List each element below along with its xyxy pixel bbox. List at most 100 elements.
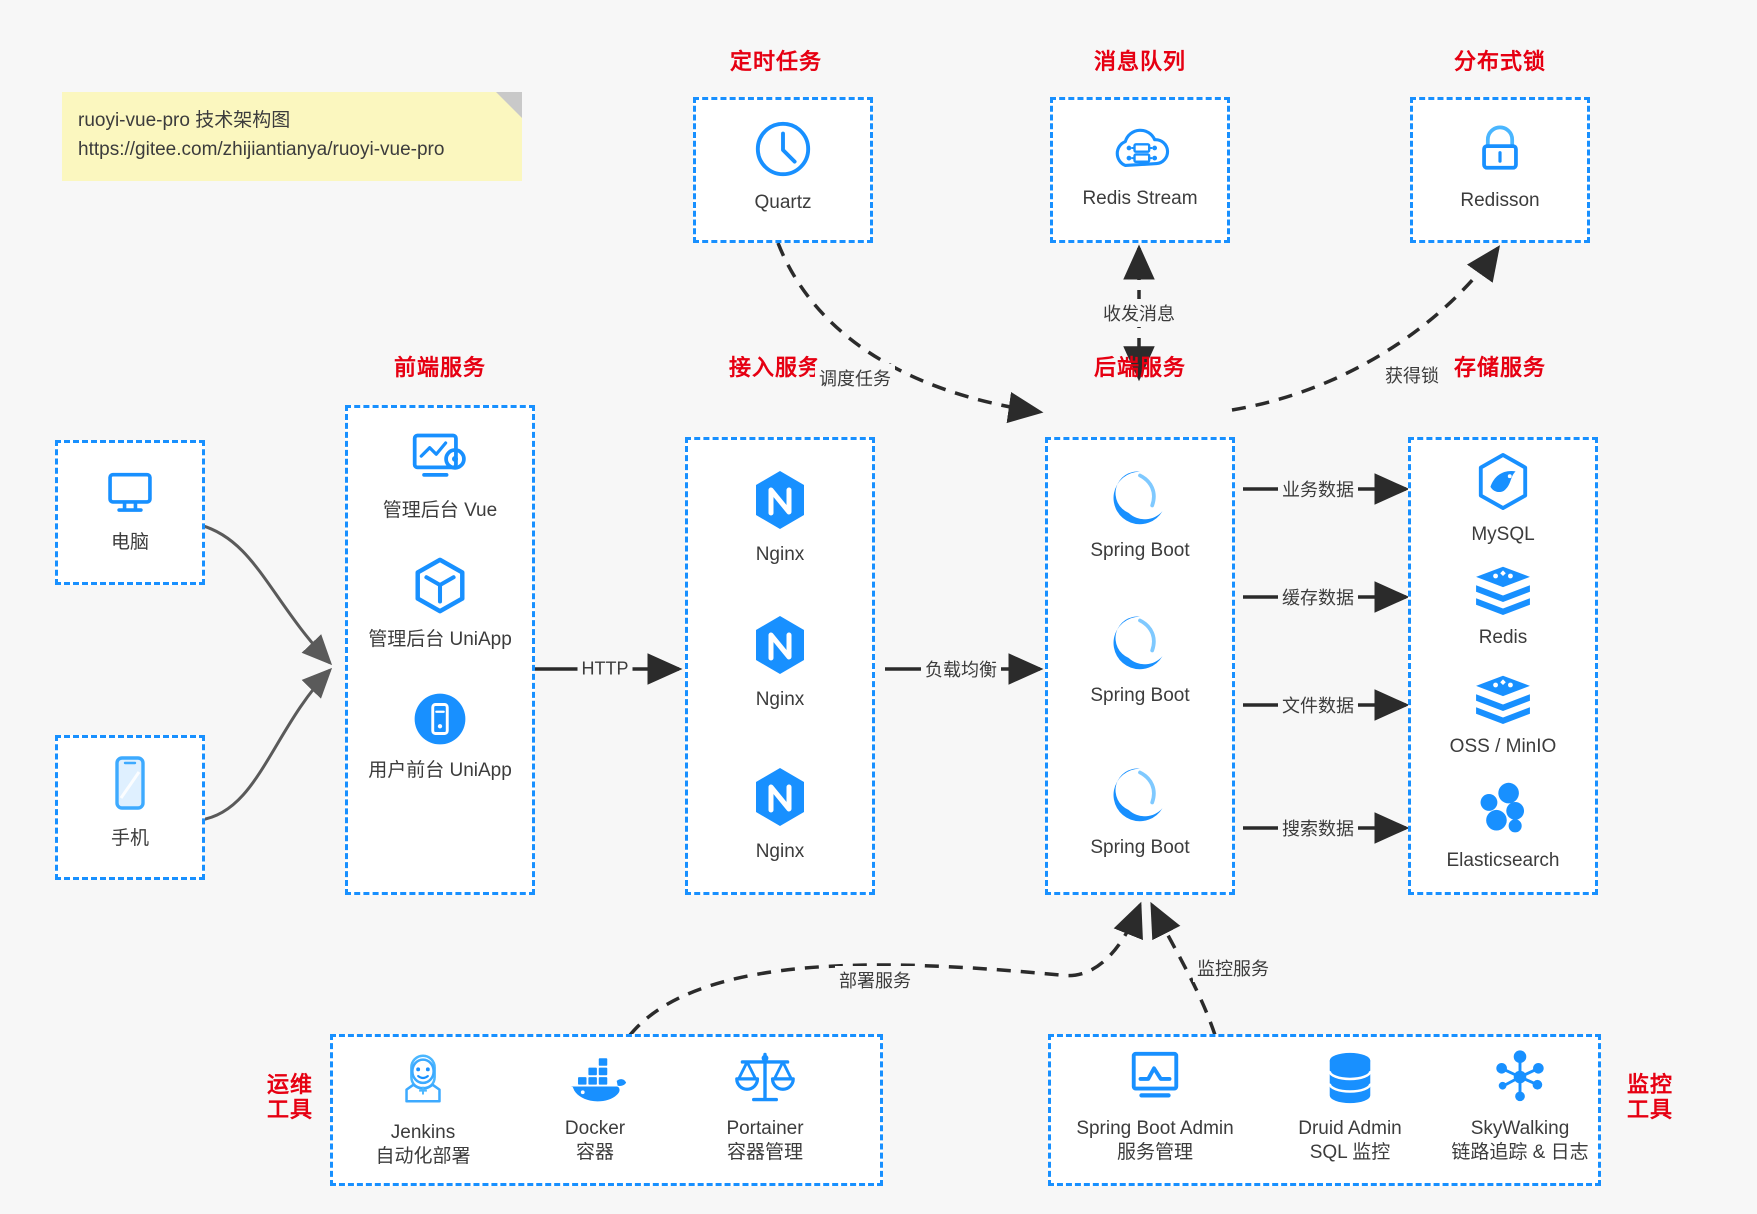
node-mysql[interactable]: MySQL [1438, 452, 1568, 547]
sticky-note: ruoyi-vue-pro 技术架构图 https://gitee.com/zh… [62, 92, 522, 181]
dashboard-gear-icon [407, 428, 473, 493]
node-nginx-3[interactable]: Nginx [720, 765, 840, 864]
edge-label-load-balance: 负载均衡 [921, 655, 1001, 683]
group-label-gateway: 接入服务 [728, 355, 821, 380]
group-label-devops: 运维 工具 [258, 1072, 322, 1123]
smartphone-icon [105, 752, 155, 821]
node-label-mysql: MySQL [1471, 524, 1535, 545]
node-admin-uniapp[interactable]: 管理后台 UniApp [365, 555, 515, 652]
group-label-monitor-line2: 工具 [1626, 1097, 1673, 1123]
node-portainer[interactable]: Portainer 容器管理 [690, 1048, 840, 1165]
node-label-springboot-3: Spring Boot [1090, 837, 1190, 858]
lock-icon [1470, 118, 1530, 183]
node-spring-boot-admin[interactable]: Spring Boot Admin 服务管理 [1060, 1048, 1250, 1165]
node-springboot-2[interactable]: Spring Boot [1070, 613, 1210, 708]
group-label-backend: 后端服务 [1093, 355, 1186, 380]
group-label-frontend: 前端服务 [393, 355, 486, 380]
node-redis-stream[interactable]: Redis Stream [1080, 120, 1200, 211]
group-box-scheduler[interactable] [693, 97, 873, 243]
node-label-admin-uniapp: 管理后台 UniApp [368, 629, 512, 650]
node-sublabel-portainer: 容器管理 [726, 1141, 803, 1163]
edge-mobile-to-frontend [199, 667, 333, 822]
node-mobile[interactable]: 手机 [75, 752, 185, 851]
node-nginx-2[interactable]: Nginx [720, 613, 840, 712]
group-box-storage[interactable] [1408, 437, 1598, 895]
mobile-circle-icon [411, 690, 469, 753]
edge-pc-to-frontend [199, 523, 333, 666]
group-box-pc[interactable] [55, 440, 205, 585]
node-skywalking[interactable]: SkyWalking 链路追踪 & 日志 [1425, 1048, 1615, 1165]
node-quartz[interactable]: Quartz [723, 118, 843, 215]
node-sublabel-druid-admin: SQL 监控 [1309, 1141, 1391, 1163]
edge-label-biz-data: 业务数据 [1278, 475, 1358, 503]
edge-label-deploy-service: 部署服务 [835, 966, 915, 994]
node-sublabel-docker: 容器 [575, 1141, 614, 1163]
node-sublabel-jenkins: 自动化部署 [375, 1145, 471, 1167]
edge-label-acquire-lock: 获得锁 [1381, 361, 1443, 389]
node-label-nginx-3: Nginx [755, 841, 805, 862]
edge-label-cache-data: 缓存数据 [1278, 583, 1358, 611]
network-nodes-icon [1490, 1048, 1550, 1111]
group-label-monitor: 监控 工具 [1618, 1072, 1682, 1123]
node-label-mobile: 手机 [110, 828, 149, 849]
group-box-frontend[interactable] [345, 405, 535, 895]
node-label-skywalking: SkyWalking [1470, 1118, 1570, 1139]
node-druid-admin[interactable]: Druid Admin SQL 监控 [1270, 1050, 1430, 1165]
cube-icon [410, 555, 470, 622]
node-label-portainer: Portainer [726, 1118, 804, 1139]
note-line-url: https://gitee.com/zhijiantianya/ruoyi-vu… [78, 139, 445, 161]
node-elasticsearch[interactable]: Elasticsearch [1415, 780, 1591, 873]
spring-icon [1110, 613, 1170, 678]
edge-label-send-receive-message: 收发消息 [1099, 299, 1179, 327]
group-label-storage: 存储服务 [1453, 355, 1546, 380]
node-label-redis-stream: Redis Stream [1082, 188, 1198, 209]
group-box-lock[interactable] [1410, 97, 1590, 243]
node-label-redisson: Redisson [1460, 190, 1540, 211]
scales-icon [733, 1048, 797, 1111]
node-docker[interactable]: Docker 容器 [520, 1052, 670, 1165]
group-label-scheduler: 定时任务 [729, 49, 822, 74]
group-box-monitor[interactable] [1048, 1034, 1601, 1186]
clock-icon [752, 118, 814, 185]
node-label-springboot-1: Spring Boot [1090, 540, 1190, 561]
edge-label-schedule-task: 调度任务 [815, 364, 895, 392]
spring-icon [1110, 765, 1170, 830]
node-pc[interactable]: 电脑 [75, 462, 185, 555]
group-label-mq: 消息队列 [1093, 49, 1186, 74]
node-label-user-uniapp: 用户前台 UniApp [368, 760, 512, 781]
edge-label-monitor-service: 监控服务 [1193, 954, 1273, 982]
elasticsearch-icon [1474, 780, 1532, 843]
node-label-jenkins: Jenkins [390, 1122, 456, 1143]
node-nginx-1[interactable]: Nginx [720, 468, 840, 567]
group-label-devops-line1: 运维 [266, 1072, 313, 1097]
database-icon [1322, 1050, 1378, 1111]
node-label-pc: 电脑 [110, 532, 149, 553]
node-label-nginx-1: Nginx [755, 544, 805, 565]
mysql-icon [1475, 452, 1531, 517]
node-label-elasticsearch: Elasticsearch [1446, 850, 1560, 871]
node-label-redis: Redis [1478, 627, 1528, 648]
node-springboot-1[interactable]: Spring Boot [1070, 468, 1210, 563]
node-label-oss: OSS / MinIO [1449, 736, 1557, 757]
node-label-spring-boot-admin: Spring Boot Admin [1076, 1118, 1234, 1139]
node-user-uniapp[interactable]: 用户前台 UniApp [365, 690, 515, 783]
node-jenkins[interactable]: Jenkins 自动化部署 [348, 1048, 498, 1169]
nginx-icon [751, 613, 809, 682]
node-springboot-3[interactable]: Spring Boot [1070, 765, 1210, 860]
node-redisson[interactable]: Redisson [1440, 118, 1560, 213]
note-line-title: ruoyi-vue-pro 技术架构图 [78, 110, 291, 131]
node-admin-vue[interactable]: 管理后台 Vue [365, 428, 515, 523]
group-label-devops-line2: 工具 [266, 1097, 313, 1123]
jenkins-icon [392, 1048, 454, 1115]
node-label-quartz: Quartz [754, 192, 812, 213]
group-label-monitor-line1: 监控 [1626, 1072, 1673, 1097]
group-box-mq[interactable] [1050, 97, 1230, 243]
node-sublabel-spring-boot-admin: 服务管理 [1116, 1141, 1193, 1163]
node-oss[interactable]: OSS / MinIO [1425, 672, 1581, 759]
edge-acquire-lock [1231, 245, 1501, 412]
note-fold-corner [496, 92, 522, 118]
node-redis[interactable]: Redis [1438, 563, 1568, 650]
node-label-docker: Docker [564, 1118, 626, 1139]
edge-label-http: HTTP [577, 657, 633, 681]
